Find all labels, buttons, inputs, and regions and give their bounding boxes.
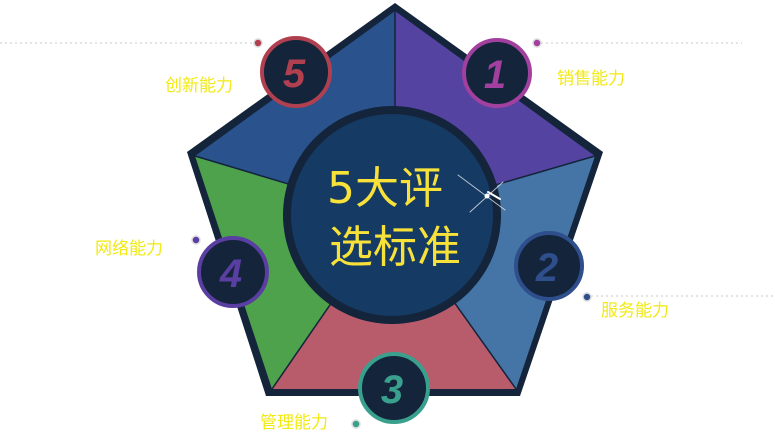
badge-number: 2 — [535, 246, 558, 290]
marker-dots — [191, 38, 592, 429]
badge-3[interactable]: 3 — [358, 352, 430, 424]
badge-2[interactable]: 2 — [514, 231, 584, 301]
badge-5[interactable]: 5 — [260, 36, 332, 108]
label-innovation: 创新能力 — [165, 76, 233, 96]
badge-ring — [197, 236, 269, 308]
marker-dot-4 — [191, 235, 201, 245]
badge-number: 3 — [381, 368, 403, 412]
badge-ring — [514, 231, 584, 301]
marker-dot-3 — [351, 419, 361, 429]
center-title-line1: 5大评 — [327, 163, 443, 214]
badge-ring — [462, 38, 532, 108]
marker-dot-1 — [532, 38, 542, 48]
badge-number: 4 — [219, 252, 242, 296]
marker-dot-2 — [582, 292, 592, 302]
center-circle — [291, 114, 493, 316]
badge-ring — [358, 352, 430, 424]
label-service: 服务能力 — [601, 301, 669, 321]
center-title-line2: 选标准 — [329, 222, 461, 273]
guide-lines — [0, 42, 773, 297]
label-management: 管理能力 — [260, 413, 328, 433]
label-sales: 销售能力 — [557, 69, 625, 89]
badge-ring — [260, 36, 332, 108]
badge-1[interactable]: 1 — [462, 38, 532, 108]
badge-number: 5 — [283, 52, 306, 96]
badge-number: 1 — [484, 53, 506, 97]
marker-dot-5 — [253, 38, 263, 48]
sparkle-icon — [457, 174, 506, 213]
label-network: 网络能力 — [95, 239, 163, 259]
badge-4[interactable]: 4 — [197, 236, 269, 308]
